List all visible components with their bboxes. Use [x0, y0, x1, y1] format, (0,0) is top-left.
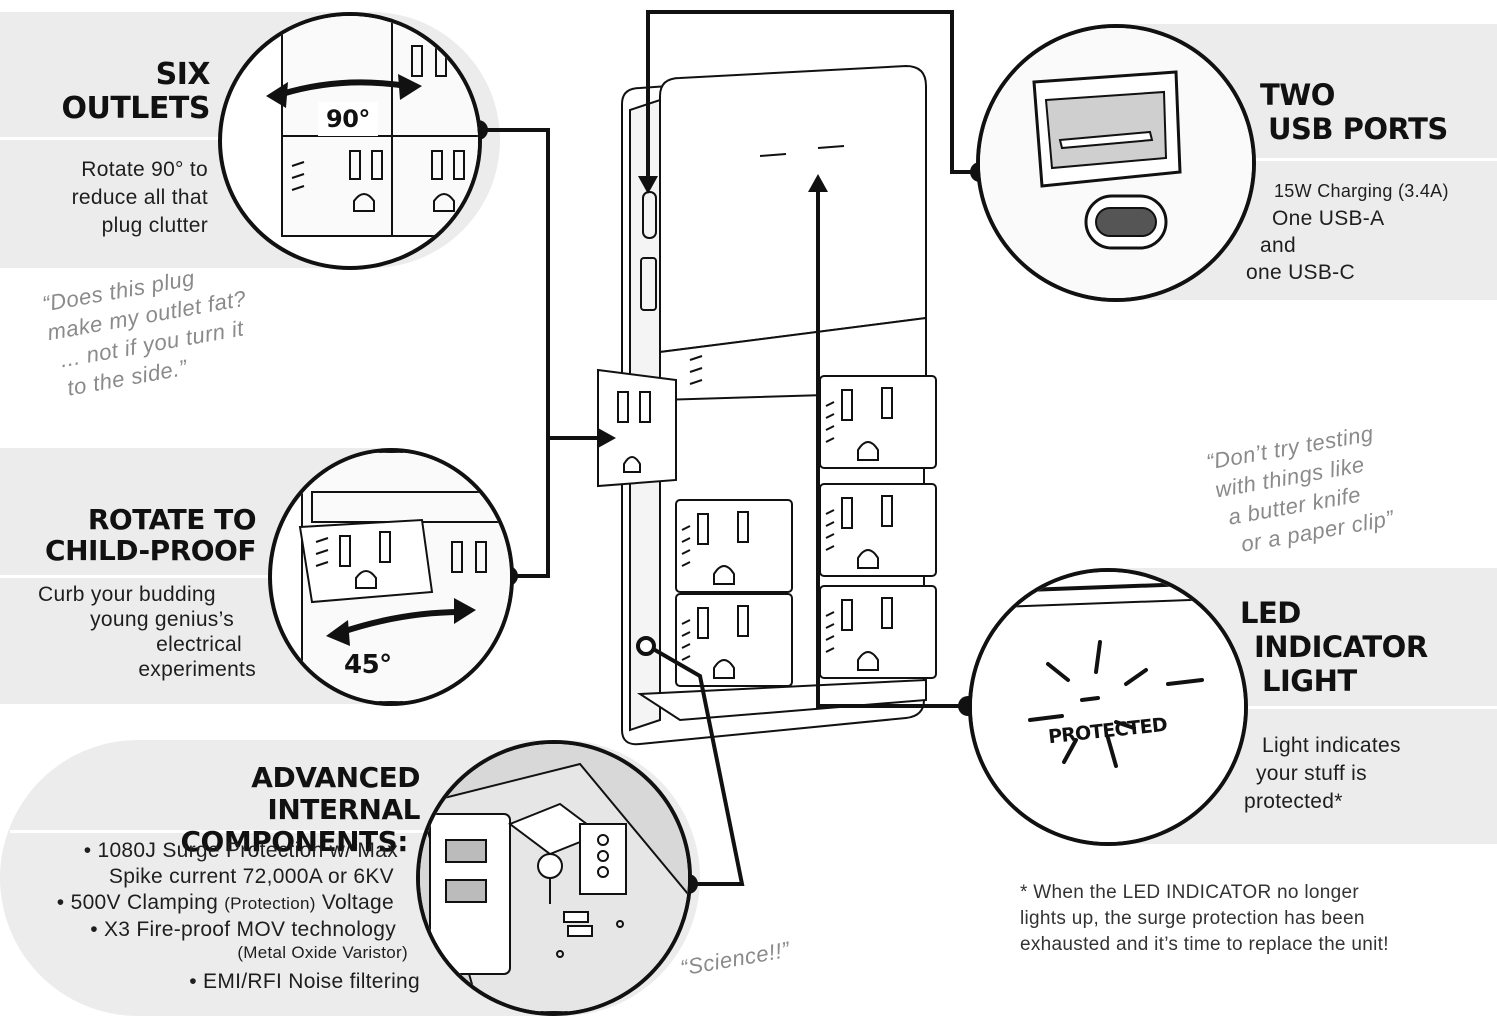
vent-line: [825, 413, 835, 419]
led-indicator-zoom-circle: PROTECTED: [968, 568, 1248, 846]
divider-line: [10, 830, 470, 833]
vent-line: [825, 533, 835, 539]
led-title: LED INDICATOR LIGHT: [1240, 596, 1428, 698]
six-outlets-zoom-circle: 90°: [218, 12, 482, 270]
outlet-slot: [697, 607, 709, 639]
outlet-module: [675, 499, 793, 593]
vent-line: [825, 509, 835, 515]
internal-components-zoom-circle: [416, 740, 692, 1016]
outlet-slot: [881, 387, 893, 419]
divider-line: [0, 575, 330, 578]
rotation-angle-90: 90°: [326, 105, 370, 133]
outlet-ground: [713, 659, 735, 679]
vent-line: [681, 525, 691, 531]
divider-line: [0, 137, 245, 140]
vent-line: [825, 425, 835, 431]
led-description: Light indicates your stuff is protected*: [1244, 734, 1401, 813]
internal-title: ADVANCED INTERNAL COMPONENTS:: [180, 761, 421, 858]
child-proof-description: Curb your budding young genius’s electri…: [38, 583, 256, 681]
divider-line: [1240, 706, 1497, 709]
vent-line: [825, 623, 835, 629]
outlet-slot: [881, 495, 893, 527]
divider-line: [1240, 158, 1497, 161]
vent-line: [681, 643, 691, 649]
connector-usb: [646, 10, 980, 176]
vent-line: [825, 437, 835, 443]
connector-six-outlets: [478, 128, 598, 440]
six-outlets-title: SIX OUTLETS: [61, 57, 210, 126]
outlet-slot: [841, 497, 853, 529]
outlet-slot: [737, 511, 749, 543]
usb-description: 15W Charging (3.4A) One USB-A and one US…: [1246, 181, 1449, 284]
outlet-slot: [881, 597, 893, 629]
vent-line: [825, 401, 835, 407]
outlet-ground: [857, 651, 879, 671]
vent-line: [681, 619, 691, 625]
vent-line: [825, 647, 835, 653]
connector-child-proof: [508, 438, 550, 578]
internal-components-list: • 1080J Surge Protection w/ Max Spike cu…: [56, 839, 420, 993]
rotation-angle-45: 45°: [344, 650, 392, 680]
child-proof-title: ROTATE TO CHILD-PROOF: [45, 503, 256, 567]
child-proof-zoom-circle: 45°: [268, 448, 514, 706]
six-outlets-description: Rotate 90° to reduce all that plug clutt…: [71, 158, 208, 237]
outlet-ground: [623, 456, 641, 473]
vent-line: [825, 545, 835, 551]
outlet-ground: [857, 549, 879, 569]
vent-line: [825, 635, 835, 641]
vent-line: [825, 611, 835, 617]
outlet-slot: [841, 389, 853, 421]
vent-line: [681, 561, 691, 567]
outlet-slot: [737, 605, 749, 637]
device-base: [636, 678, 927, 722]
connector-led: [816, 190, 968, 708]
outlet-slot: [639, 391, 651, 423]
vent-line: [825, 521, 835, 527]
connector-internal: [647, 644, 745, 886]
outlet-ground: [713, 565, 735, 585]
rotated-outlet-module: [597, 368, 677, 488]
vent-line: [681, 631, 691, 637]
outlet-slot: [697, 513, 709, 545]
vent-line: [681, 537, 691, 543]
outlet-slot: [617, 391, 629, 423]
vent-line: [681, 655, 691, 661]
outlet-module: [675, 593, 793, 687]
footnote: * When the LED INDICATOR no longer light…: [1020, 882, 1389, 955]
vent-line: [681, 549, 691, 555]
outlet-slot: [841, 599, 853, 631]
usb-ports-zoom-circle: [976, 24, 1256, 302]
outlet-ground: [857, 441, 879, 461]
usb-title: TWO USB PORTS: [1260, 78, 1448, 146]
